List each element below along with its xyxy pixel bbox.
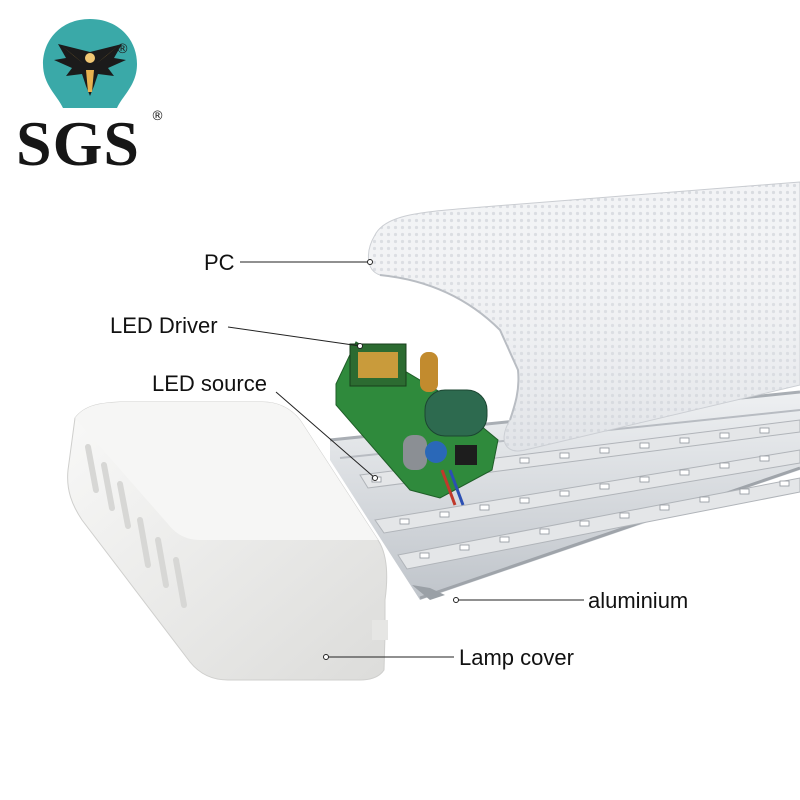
brand-registered-mark: ® [151,109,164,124]
pc-diffuser [368,181,800,452]
label-led-driver: LED Driver [110,313,218,338]
eagle-icon [54,44,126,96]
lamp-end-cover [67,401,388,681]
label-aluminium: aluminium [588,588,689,613]
logo-registered-mark: ® [116,42,129,57]
led-driver-board [335,341,499,506]
label-lamp-cover: Lamp cover [459,645,574,670]
brand-name: SGS [16,108,140,179]
label-led-source: LED source [152,371,267,396]
leader-lines [227,259,584,660]
label-pc: PC [204,250,235,275]
